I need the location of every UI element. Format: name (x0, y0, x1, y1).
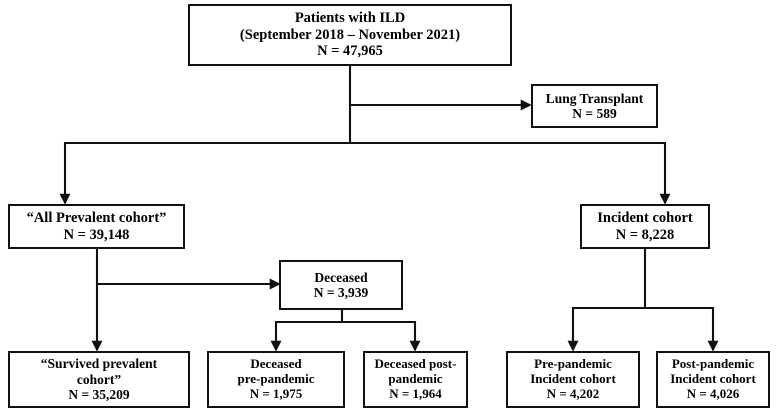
node-pre-pandemic-incident-cohort-line1: Pre-pandemic (534, 356, 612, 372)
node-lung-transplant-line1: Lung Transplant (545, 90, 644, 106)
node-lung-transplant: Lung Transplant N = 589 (531, 84, 658, 128)
node-deceased-pre-pandemic: Deceased pre-pandemic N = 1,975 (207, 351, 345, 408)
node-all-prevalent-cohort-line2: N = 39,148 (63, 226, 130, 243)
node-patients-ild-line2: (September 2018 – November 2021) (239, 26, 461, 43)
node-pre-pandemic-incident-cohort-line3: N = 4,202 (546, 385, 600, 401)
node-patients-ild-line3: N = 47,965 (317, 43, 383, 60)
node-deceased-pre-pandemic-line1: Deceased (250, 356, 302, 372)
node-incident-cohort: Incident cohort N = 8,228 (580, 204, 710, 249)
node-post-pandemic-incident-cohort-line3: N = 4,026 (686, 385, 740, 401)
node-deceased-pre-pandemic-line3: N = 1,975 (249, 385, 303, 401)
node-all-prevalent-cohort-line1: “All Prevalent cohort” (26, 209, 167, 226)
node-incident-cohort-line2: N = 8,228 (615, 226, 675, 243)
node-post-pandemic-incident-cohort-line2: Incident cohort (670, 371, 756, 387)
node-incident-cohort-line1: Incident cohort (597, 209, 693, 226)
node-lung-transplant-line2: N = 589 (572, 106, 617, 121)
node-deceased-line1: Deceased (314, 269, 368, 285)
node-survived-prevalent-cohort-line3: N = 35,209 (68, 387, 130, 403)
node-survived-prevalent-cohort-line2: cohort” (76, 371, 122, 387)
node-deceased: Deceased N = 3,939 (279, 260, 403, 310)
node-post-pandemic-incident-cohort: Post-pandemic Incident cohort N = 4,026 (656, 351, 770, 408)
node-survived-prevalent-cohort: “Survived prevalent cohort” N = 35,209 (8, 351, 190, 408)
node-deceased-pre-pandemic-line2: pre-pandemic (237, 371, 315, 387)
node-patients-ild-line1: Patients with ILD (294, 10, 406, 27)
node-deceased-post-pandemic-line3: N = 1,964 (389, 385, 442, 401)
node-all-prevalent-cohort: “All Prevalent cohort” N = 39,148 (8, 204, 185, 249)
node-deceased-line2: N = 3,939 (313, 285, 369, 300)
node-deceased-post-pandemic-line2: pandemic (388, 371, 443, 387)
node-pre-pandemic-incident-cohort: Pre-pandemic Incident cohort N = 4,202 (506, 351, 640, 408)
node-deceased-post-pandemic: Deceased post- pandemic N = 1,964 (363, 351, 468, 408)
node-patients-ild: Patients with ILD (September 2018 – Nove… (188, 4, 512, 66)
node-pre-pandemic-incident-cohort-line2: Incident cohort (530, 371, 616, 387)
node-post-pandemic-incident-cohort-line1: Post-pandemic (671, 356, 755, 372)
node-survived-prevalent-cohort-line1: “Survived prevalent (40, 356, 158, 372)
node-deceased-post-pandemic-line1: Deceased post- (374, 356, 457, 372)
